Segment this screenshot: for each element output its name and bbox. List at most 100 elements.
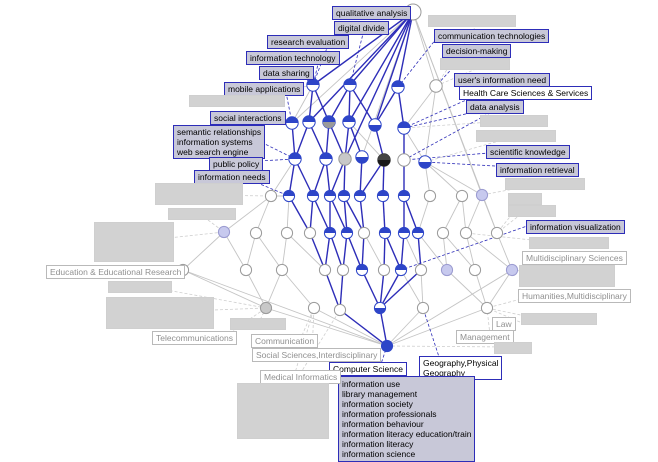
lattice-node[interactable] bbox=[377, 263, 391, 277]
lattice-node[interactable] bbox=[343, 78, 357, 92]
label-telecommunications[interactable]: Telecommunications bbox=[152, 331, 238, 345]
label-education[interactable]: Education & Educational Research bbox=[46, 265, 186, 279]
lattice-node[interactable] bbox=[217, 225, 231, 239]
lattice-node[interactable] bbox=[411, 226, 425, 240]
lattice-node[interactable] bbox=[423, 189, 437, 203]
label-communication-technologies[interactable]: communication technologies bbox=[434, 29, 550, 43]
lattice-node[interactable] bbox=[436, 226, 450, 240]
lattice-node[interactable] bbox=[288, 152, 302, 166]
label-information-visualization[interactable]: information visualization bbox=[526, 220, 625, 234]
lattice-node[interactable] bbox=[394, 263, 408, 277]
label-health-care[interactable]: Health Care Sciences & Services bbox=[459, 86, 593, 100]
lattice-node[interactable] bbox=[397, 153, 411, 167]
lattice-edge bbox=[383, 232, 386, 271]
label-information-use-group[interactable]: information use library management infor… bbox=[338, 376, 476, 462]
lattice-node[interactable] bbox=[378, 226, 392, 240]
lattice-node[interactable] bbox=[336, 263, 350, 277]
label-qualitative-analysis[interactable]: qualitative analysis bbox=[332, 6, 412, 20]
label-humanities[interactable]: Humanities,Multidisciplinary bbox=[518, 289, 631, 303]
lattice-node[interactable] bbox=[264, 189, 278, 203]
label-information-retrieval[interactable]: information retrieval bbox=[496, 163, 579, 177]
lattice-node[interactable] bbox=[306, 189, 320, 203]
lattice-edge bbox=[182, 269, 267, 309]
label-social-sciences[interactable]: Social Sciences,Interdisciplinary bbox=[252, 348, 382, 362]
lattice-node[interactable] bbox=[302, 115, 316, 129]
label-digital-divide[interactable]: digital divide bbox=[334, 21, 389, 35]
lattice-node[interactable] bbox=[429, 79, 443, 93]
lattice-node[interactable] bbox=[307, 301, 321, 315]
label-users-information-need[interactable]: user's information need bbox=[454, 73, 551, 87]
lattice-node[interactable] bbox=[416, 301, 430, 315]
label-scientific-knowledge[interactable]: scientific knowledge bbox=[486, 145, 570, 159]
lattice-node[interactable] bbox=[397, 121, 411, 135]
label-communication[interactable]: Communication bbox=[251, 334, 319, 348]
label-computer-science[interactable]: Computer Science bbox=[329, 362, 407, 376]
lattice-edge bbox=[312, 84, 330, 123]
lattice-node[interactable] bbox=[303, 226, 317, 240]
lattice-edge bbox=[386, 307, 424, 347]
lattice-edge bbox=[400, 269, 424, 309]
lattice-node[interactable] bbox=[480, 301, 494, 315]
lattice-node[interactable] bbox=[455, 189, 469, 203]
lattice-edge bbox=[412, 11, 437, 87]
lattice-node[interactable] bbox=[376, 189, 390, 203]
lattice-node[interactable] bbox=[468, 263, 482, 277]
lattice-node[interactable] bbox=[285, 116, 299, 130]
lattice-node[interactable] bbox=[357, 226, 371, 240]
lattice-node[interactable] bbox=[306, 78, 320, 92]
label-public-policy[interactable]: public policy bbox=[209, 157, 264, 171]
label-management[interactable]: Management bbox=[456, 330, 514, 344]
lattice-node[interactable] bbox=[323, 226, 337, 240]
lattice-node[interactable] bbox=[322, 115, 336, 129]
lattice-node[interactable] bbox=[340, 226, 354, 240]
lattice-node[interactable] bbox=[280, 226, 294, 240]
lattice-edge bbox=[265, 307, 388, 347]
lattice-node[interactable] bbox=[239, 263, 253, 277]
lattice-node[interactable] bbox=[459, 226, 473, 240]
lattice-node[interactable] bbox=[475, 188, 489, 202]
label-data-analysis[interactable]: data analysis bbox=[466, 100, 524, 114]
label-research-evaluation[interactable]: research evaluation bbox=[267, 35, 350, 49]
faded-label bbox=[508, 193, 542, 205]
lattice-node[interactable] bbox=[373, 301, 387, 315]
label-semantic-group[interactable]: semantic relationships information syste… bbox=[173, 125, 266, 159]
lattice-node[interactable] bbox=[337, 189, 351, 203]
lattice-node[interactable] bbox=[368, 118, 382, 132]
label-information-needs[interactable]: information needs bbox=[194, 170, 270, 184]
lattice-node[interactable] bbox=[440, 263, 454, 277]
lattice-node[interactable] bbox=[391, 80, 405, 94]
lattice-node[interactable] bbox=[353, 189, 367, 203]
lattice-node[interactable] bbox=[282, 189, 296, 203]
lattice-node[interactable] bbox=[275, 263, 289, 277]
lattice-node[interactable] bbox=[342, 115, 356, 129]
label-information-technology[interactable]: information technology bbox=[246, 51, 340, 65]
lattice-node[interactable] bbox=[323, 189, 337, 203]
lattice-node[interactable] bbox=[505, 263, 519, 277]
lattice-node[interactable] bbox=[418, 155, 432, 169]
lattice-node[interactable] bbox=[318, 263, 332, 277]
label-multidisciplinary[interactable]: Multidisciplinary Sciences bbox=[522, 251, 627, 265]
lattice-node[interactable] bbox=[355, 263, 369, 277]
label-mobile-applications[interactable]: mobile applications bbox=[224, 82, 305, 96]
label-decision-making[interactable]: decision-making bbox=[442, 44, 512, 58]
lattice-edge bbox=[386, 345, 511, 348]
lattice-node[interactable] bbox=[377, 153, 391, 167]
lattice-node[interactable] bbox=[338, 152, 352, 166]
lattice-node[interactable] bbox=[380, 339, 394, 353]
lattice-node[interactable] bbox=[414, 263, 428, 277]
lattice-node[interactable] bbox=[249, 226, 263, 240]
label-law[interactable]: Law bbox=[492, 317, 516, 331]
label-social-interactions[interactable]: social interactions bbox=[210, 111, 286, 125]
lattice-edge bbox=[442, 232, 448, 271]
label-information-professionals: information professionals bbox=[342, 409, 437, 419]
lattice-node[interactable] bbox=[490, 226, 504, 240]
label-data-sharing[interactable]: data sharing bbox=[259, 66, 314, 80]
lattice-node[interactable] bbox=[319, 152, 333, 166]
lattice-node[interactable] bbox=[397, 226, 411, 240]
label-geography-2: Geography bbox=[423, 368, 466, 378]
lattice-node[interactable] bbox=[355, 150, 369, 164]
lattice-node[interactable] bbox=[397, 189, 411, 203]
label-medical-informatics[interactable]: Medical Informatics bbox=[260, 370, 342, 384]
lattice-node[interactable] bbox=[259, 301, 273, 315]
lattice-node[interactable] bbox=[333, 303, 347, 317]
